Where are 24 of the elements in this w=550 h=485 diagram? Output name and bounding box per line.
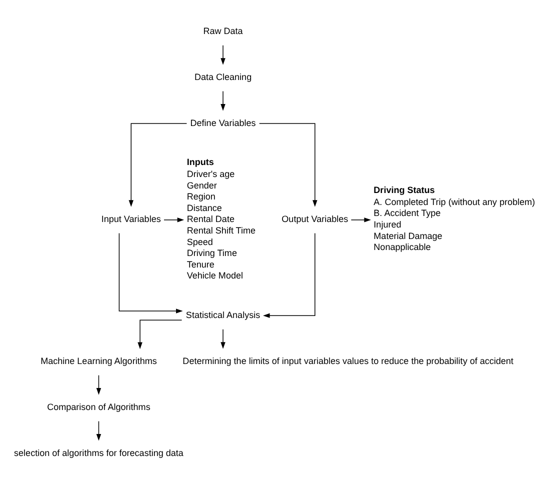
- arrow: [118, 232, 183, 314]
- node-text: Determining the limits of input variables values to reduce the probability of accident: [182, 356, 514, 366]
- arrow: [128, 123, 188, 207]
- arrow: [96, 374, 102, 395]
- node-text: Data Cleaning: [194, 72, 252, 82]
- arrow: [220, 90, 226, 111]
- arrow: [263, 232, 316, 318]
- node-text: selection of algorithms for forecasting data: [14, 448, 184, 458]
- node-text: Define Variables: [190, 118, 256, 128]
- node-text: Inputs Driver's age Gender Region Distance Rental Date Rental Shift Time Speed Driving Time Tenure Vehicle Model: [186, 156, 256, 281]
- arrow: [164, 218, 184, 222]
- arrow: [138, 320, 182, 350]
- node-text: Machine Learning Algorithms: [40, 356, 157, 366]
- node-text: Raw Data: [203, 26, 243, 36]
- node-text: Input Variables: [101, 214, 161, 224]
- arrow: [350, 218, 371, 222]
- arrow: [96, 420, 102, 441]
- node-text: Output Variables: [282, 214, 348, 224]
- node-text: Comparison of Algorithms: [47, 402, 150, 412]
- arrow: [258, 123, 318, 207]
- node-text: Statistical Analysis: [186, 310, 260, 320]
- arrow: [220, 44, 226, 65]
- arrow: [220, 328, 226, 349]
- node-text: Driving Status A. Completed Trip (without any problem) B. Accident Type Injured Material Damage Nonapplicable: [374, 184, 536, 252]
